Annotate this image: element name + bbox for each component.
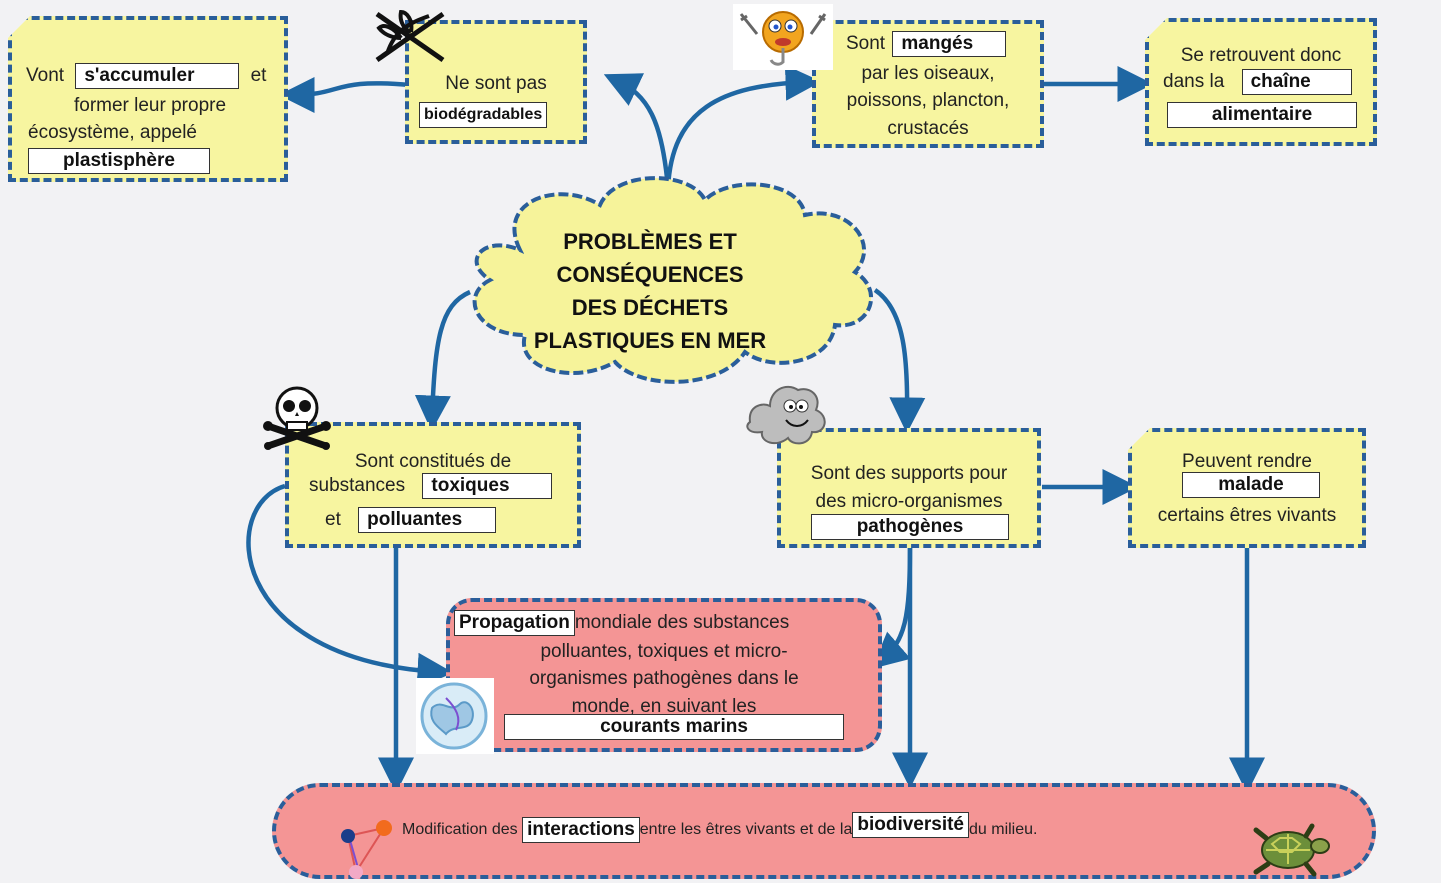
- keyword-polluantes: polluantes: [358, 506, 497, 533]
- title-cloud: [472, 176, 874, 384]
- accumuler-mid: et: [250, 65, 267, 86]
- title-line-4: PLASTIQUES EN MER: [533, 328, 767, 353]
- keyword-toxiques: toxiques: [422, 472, 553, 499]
- propagation-line4: monde, en suivant les: [571, 696, 757, 717]
- keyword-propagation: Propagation: [454, 610, 575, 636]
- title-line-2: CONSÉQUENCES: [556, 262, 744, 287]
- hungry-smiley-icon: [733, 4, 833, 70]
- toxiques-pre: substances: [309, 475, 406, 496]
- modification-post: du milieu.: [969, 821, 1038, 838]
- box-chaine: Se retrouvent donc dans la chaîne alimen…: [1145, 18, 1377, 146]
- box-biodegradables: Ne sont pas biodégradables: [405, 20, 587, 144]
- accumuler-line3: écosystème, appelé: [28, 122, 197, 143]
- keyword-chaine: chaîne: [1241, 68, 1352, 95]
- box-manges: Sont mangés par les oiseaux, poissons, p…: [812, 20, 1044, 148]
- keyword-plastisphere: plastisphère: [28, 148, 210, 174]
- arrow-to-biodeg: [603, 73, 671, 189]
- manges-pre: Sont: [846, 33, 886, 54]
- diagram-title: PROBLÈMES ET CONSÉQUENCES DES DÉCHETS PL…: [490, 225, 810, 357]
- toxiques-pre2: et: [325, 509, 341, 530]
- keyword-interactions: interactions: [522, 817, 640, 843]
- keyword-biodegradables: biodégradables: [419, 102, 548, 128]
- arrow-pathogenes-to-propagation: [871, 543, 913, 669]
- malade-line3: certains êtres vivants: [1157, 505, 1337, 526]
- propagation-line1: mondiale des substances: [574, 612, 790, 633]
- keyword-alimentaire: alimentaire: [1167, 102, 1357, 128]
- box-malade: Peuvent rendre malade certains êtres viv…: [1128, 428, 1366, 548]
- arrow-toxiques-to-propagation: [246, 483, 454, 689]
- box-toxiques: Sont constitués de substances toxiques e…: [285, 422, 581, 548]
- manges-line3: poissons, plancton,: [846, 90, 1010, 111]
- globe-icon: [416, 678, 494, 754]
- malade-line1: Peuvent rendre: [1182, 451, 1312, 472]
- title-line-3: DES DÉCHETS: [571, 295, 729, 320]
- accumuler-pre: Vont: [26, 65, 65, 86]
- pathogenes-line2: des micro-organismes: [815, 491, 1003, 512]
- keyword-saccumuler: s'accumuler: [75, 62, 240, 89]
- modification-mid: entre les êtres vivants et de la: [639, 821, 853, 838]
- biodeg-line1: Ne sont pas: [445, 73, 547, 94]
- turtle-icon: [1253, 823, 1330, 877]
- keyword-courants-marins: courants marins: [504, 714, 844, 740]
- arrow-to-pathogenes: [873, 288, 926, 434]
- keyword-manges: mangés: [892, 30, 1007, 57]
- keyword-pathogenes: pathogènes: [811, 514, 1009, 540]
- manges-line4: crustacés: [887, 118, 969, 139]
- pathogenes-line1: Sont des supports pour: [810, 463, 1008, 484]
- crossed-plant-icon: [375, 9, 445, 63]
- skull-crossbones-icon: [263, 386, 331, 450]
- accumuler-line2: former leur propre: [73, 95, 227, 116]
- propagation-line3: organismes pathogènes dans le: [529, 668, 799, 689]
- chaine-line1: Se retrouvent donc: [1180, 45, 1342, 66]
- arrow-to-manges: [665, 64, 822, 189]
- keyword-biodiversite: biodiversité: [852, 812, 969, 838]
- propagation-line2: polluantes, toxiques et micro-: [540, 641, 788, 662]
- title-line-1: PROBLÈMES ET: [563, 229, 737, 254]
- network-nodes-icon: [341, 820, 392, 879]
- keyword-malade: malade: [1182, 472, 1320, 498]
- toxiques-line1: Sont constitués de: [354, 451, 512, 472]
- arrow-to-toxiques: [414, 289, 471, 432]
- chaine-pre: dans la: [1163, 71, 1225, 92]
- manges-line2: par les oiseaux,: [861, 63, 995, 84]
- box-pathogenes: Sont des supports pour des micro-organis…: [777, 428, 1041, 548]
- arrow-to-accumuler: [278, 76, 411, 113]
- modification-pre: Modification des: [402, 821, 518, 838]
- microbe-icon: [746, 385, 826, 445]
- box-accumuler: Vont s'accumuler et former leur propre é…: [8, 16, 288, 182]
